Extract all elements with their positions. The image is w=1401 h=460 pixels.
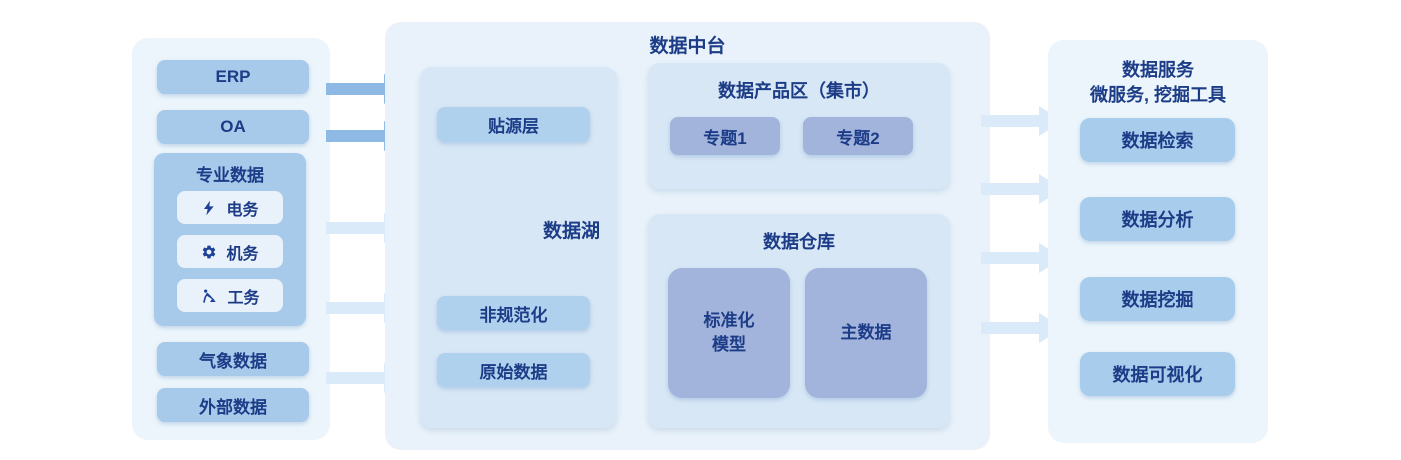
- services-panel: 数据服务 微服务, 挖掘工具 数据检索 数据分析 数据挖掘 数据可视化: [1048, 40, 1268, 443]
- source-erp-label: ERP: [215, 67, 251, 86]
- service-data-visualization-box: 数据可视化: [1080, 352, 1235, 396]
- source-oa-box: OA: [157, 110, 309, 144]
- raw-data-box: 原始数据: [437, 353, 590, 387]
- platform-panel: 数据中台 贴源层 数据湖 非规范化 原始数据 数据产品区（集市） 专题1 专题2: [385, 22, 990, 450]
- gear-icon: [201, 244, 217, 260]
- non-standardized-label: 非规范化: [479, 305, 548, 325]
- source-electrical-box: 电务: [177, 191, 283, 224]
- warehouse-panel: 数据仓库 标准化 模型 主数据: [648, 214, 950, 428]
- master-data-box: 主数据: [805, 268, 927, 398]
- topic1-box: 专题1: [670, 117, 780, 155]
- source-weather-box: 气象数据: [157, 342, 309, 376]
- standardized-model-label-line2: 模型: [712, 335, 746, 354]
- service-data-analysis-box: 数据分析: [1080, 197, 1235, 241]
- service-data-mining-box: 数据挖掘: [1080, 277, 1235, 321]
- source-professional-data-group: 专业数据 电务 机务: [154, 153, 306, 326]
- standardized-model-box: 标准化 模型: [668, 268, 790, 398]
- product-zone-title: 数据产品区（集市）: [718, 81, 880, 101]
- raw-data-label: 原始数据: [479, 362, 548, 382]
- data-lake-label: 数据湖: [542, 221, 600, 242]
- data-lake-panel: 贴源层 数据湖 非规范化 原始数据: [420, 67, 617, 428]
- service-data-visualization-label: 数据可视化: [1112, 365, 1203, 385]
- source-external-box: 外部数据: [157, 388, 309, 422]
- topic1-label: 专题1: [703, 128, 747, 148]
- source-mechanical-label: 机务: [226, 245, 259, 263]
- flow-arrow-right-1: [981, 106, 1063, 136]
- service-data-retrieval-box: 数据检索: [1080, 118, 1235, 162]
- source-mechanical-box: 机务: [177, 235, 283, 268]
- product-zone-panel: 数据产品区（集市） 专题1 专题2: [648, 63, 950, 189]
- source-layer-box: 贴源层: [437, 107, 590, 142]
- source-electrical-label: 电务: [226, 201, 259, 219]
- flow-arrow-right-3: [981, 243, 1063, 273]
- topic2-box: 专题2: [803, 117, 913, 155]
- non-standardized-box: 非规范化: [437, 296, 590, 330]
- professional-data-title: 专业数据: [196, 166, 264, 185]
- flow-arrow-right-2: [981, 174, 1063, 204]
- services-title-line2: 微服务, 挖掘工具: [1089, 85, 1226, 105]
- warehouse-title: 数据仓库: [763, 232, 835, 252]
- source-erp-box: ERP: [157, 60, 309, 94]
- flow-arrow-right-4: [981, 313, 1063, 343]
- service-data-retrieval-label: 数据检索: [1121, 131, 1194, 151]
- service-data-analysis-label: 数据分析: [1121, 210, 1194, 230]
- platform-title: 数据中台: [649, 36, 726, 57]
- services-title-line1: 数据服务: [1122, 60, 1194, 80]
- service-data-mining-label: 数据挖掘: [1121, 290, 1194, 310]
- bolt-icon: [201, 200, 217, 216]
- master-data-label: 主数据: [840, 323, 892, 343]
- source-oa-label: OA: [220, 117, 246, 136]
- standardized-model-label-line1: 标准化: [703, 311, 755, 331]
- source-layer-label: 贴源层: [488, 117, 539, 136]
- source-external-label: 外部数据: [199, 397, 267, 417]
- source-engineering-box: 工务: [177, 279, 283, 312]
- topic2-label: 专题2: [836, 128, 880, 148]
- sources-panel: ERP OA 专业数据 电务 机务: [132, 38, 330, 440]
- worker-icon: [200, 288, 218, 304]
- source-weather-label: 气象数据: [199, 351, 267, 371]
- source-engineering-label: 工务: [227, 289, 260, 307]
